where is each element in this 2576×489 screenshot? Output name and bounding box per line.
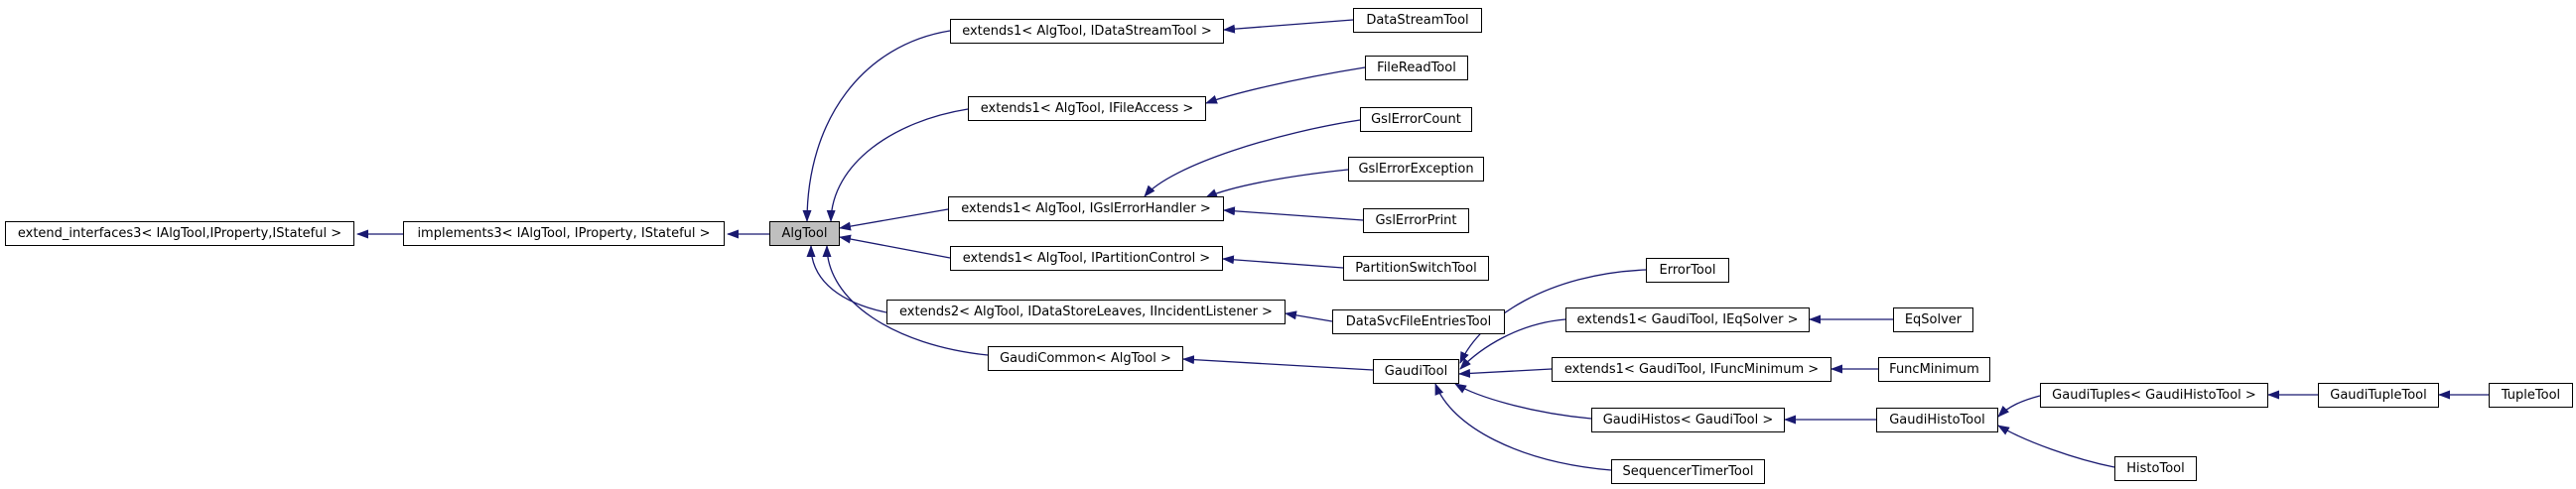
edge-filereadtool-to-ext-ifileaccess [1205,66,1366,104]
node-ext-idatastreamtool[interactable]: extends1< AlgTool, IDataStreamTool > [950,19,1224,44]
node-ext-igslerrorhandler[interactable]: extends1< AlgTool, IGslErrorHandler > [948,196,1224,221]
node-implements3[interactable]: implements3< IAlgTool, IProperty, IState… [403,221,725,246]
node-gauditool[interactable]: GaudiTool [1373,359,1459,384]
edge-gslerrorprint-to-ext-igslerrorhandler [1223,206,1364,221]
edge-gaudicommon-to-algtool [822,245,989,356]
edge-histotool-to-gaudihistotool [1997,425,2115,468]
node-gaudihistos[interactable]: GaudiHistos< GaudiTool > [1591,408,1785,432]
edge-group [356,19,2489,471]
node-filereadtool[interactable]: FileReadTool [1365,56,1468,80]
node-gaudituples[interactable]: GaudiTuples< GaudiHistoTool > [2040,383,2268,408]
node-extends2-datastoreleaves[interactable]: extends2< AlgTool, IDataStoreLeaves, IIn… [886,300,1286,324]
node-ext-ifileaccess[interactable]: extends1< AlgTool, IFileAccess > [968,96,1206,121]
edge-partitionswitchtool-to-ext-ipartitioncontrol [1222,255,1344,269]
node-ext-ipartitioncontrol[interactable]: extends1< AlgTool, IPartitionControl > [950,246,1223,271]
node-datasvcfileentriestool[interactable]: DataSvcFileEntriesTool [1332,309,1505,334]
node-gslerrorexception[interactable]: GslErrorException [1348,157,1484,182]
node-algtool[interactable]: AlgTool [769,221,840,246]
node-sequencertimertool[interactable]: SequencerTimerTool [1611,459,1765,484]
edge-extends2-datastoreleaves-to-algtool [806,245,887,313]
edge-ext-ieqsolver-to-gauditool [1459,318,1566,370]
node-gaudicommon[interactable]: GaudiCommon< AlgTool > [988,346,1183,371]
edge-gaudituples-to-gaudihistotool [1997,395,2041,418]
edge-errortool-to-gauditool [1459,269,1647,364]
node-extend-interfaces3[interactable]: extend_interfaces3< IAlgTool,IProperty,I… [5,221,354,246]
edge-gauditool-to-gaudicommon [1182,355,1374,371]
edge-ext-idatastreamtool-to-algtool [802,30,951,222]
node-ext-ieqsolver[interactable]: extends1< GaudiTool, IEqSolver > [1565,307,1810,332]
node-datastreamtool[interactable]: DataStreamTool [1353,8,1482,33]
node-gslerrorcount[interactable]: GslErrorCount [1360,107,1472,132]
edge-gaudihistos-to-gauditool [1454,383,1592,420]
edge-sequencertimertool-to-gauditool [1434,383,1612,471]
node-funcminimum[interactable]: FuncMinimum [1878,357,1990,382]
node-gslerrorprint[interactable]: GslErrorPrint [1363,208,1469,233]
edge-ext-ifuncminimum-to-gauditool [1458,368,1553,378]
edge-ext-ifileaccess-to-algtool [826,108,969,222]
node-ext-ifuncminimum[interactable]: extends1< GaudiTool, IFuncMinimum > [1552,357,1831,382]
node-partitionswitchtool[interactable]: PartitionSwitchTool [1343,256,1489,281]
edge-datastreamtool-to-ext-idatastreamtool [1223,19,1354,34]
node-tupletool[interactable]: TupleTool [2489,383,2573,408]
edge-ext-igslerrorhandler-to-algtool [839,208,949,231]
edge-ext-ipartitioncontrol-to-algtool [839,234,951,259]
node-eqsolver[interactable]: EqSolver [1893,307,1973,332]
node-errortool[interactable]: ErrorTool [1646,258,1729,283]
edge-gslerrorcount-to-ext-igslerrorhandler [1144,119,1361,197]
node-histotool[interactable]: HistoTool [2114,456,2197,481]
edge-gslerrorexception-to-ext-igslerrorhandler [1205,169,1349,198]
node-gaudituplestool[interactable]: GaudiTupleTool [2318,383,2439,408]
node-gaudihistotool[interactable]: GaudiHistoTool [1876,408,1998,432]
edge-datasvcfileentriestool-to-extends2-datastoreleaves [1285,310,1333,322]
